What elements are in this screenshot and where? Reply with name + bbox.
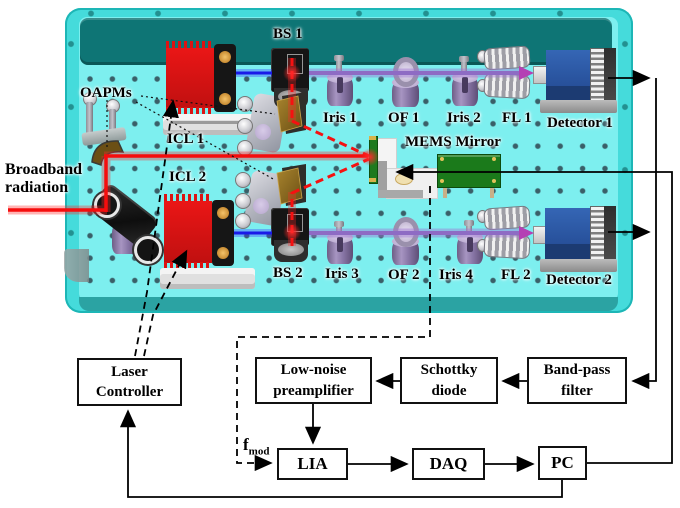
- label-oapms: OAPMs: [80, 85, 132, 101]
- rim-screws-right: [620, 36, 630, 288]
- daq-box: DAQ: [412, 448, 485, 480]
- rim-screws-top: [82, 9, 617, 18]
- table-front-strip: [79, 297, 618, 311]
- label-icl1: ICL 1: [167, 131, 205, 147]
- label-fl2: FL 2: [501, 267, 531, 283]
- label-icl2: ICL 2: [169, 169, 207, 185]
- label-iris1: Iris 1: [323, 110, 357, 126]
- detectors-to-bandpass-wire: [631, 78, 657, 390]
- label-of1: OF 1: [388, 110, 420, 126]
- schottky-diode-box: Schottky diode: [400, 357, 498, 404]
- label-fl1: FL 1: [502, 110, 532, 126]
- label-detector2: Detector 2: [546, 272, 612, 288]
- label-iris4: Iris 4: [439, 267, 473, 283]
- pc-box: PC: [538, 446, 587, 480]
- laser-controller-box: Laser Controller: [77, 358, 182, 406]
- label-iris2: Iris 2: [447, 110, 481, 126]
- label-mems-mirror: MEMS Mirror: [405, 134, 501, 150]
- label-iris3: Iris 3: [325, 266, 359, 282]
- label-detector1: Detector 1: [547, 115, 613, 131]
- bandpass-filter-box: Band-pass filter: [527, 357, 627, 404]
- preamplifier-box: Low-noise preamplifier: [255, 357, 372, 404]
- table-rear-rail: [80, 18, 612, 65]
- label-bs1: BS 1: [273, 26, 303, 42]
- table-corner-foot: [64, 249, 89, 282]
- label-bs2: BS 2: [273, 265, 303, 281]
- label-broadband-radiation: Broadband radiation: [5, 161, 83, 196]
- lia-box: LIA: [277, 448, 348, 480]
- label-of2: OF 2: [388, 267, 420, 283]
- fmod-label: fmod: [243, 435, 270, 458]
